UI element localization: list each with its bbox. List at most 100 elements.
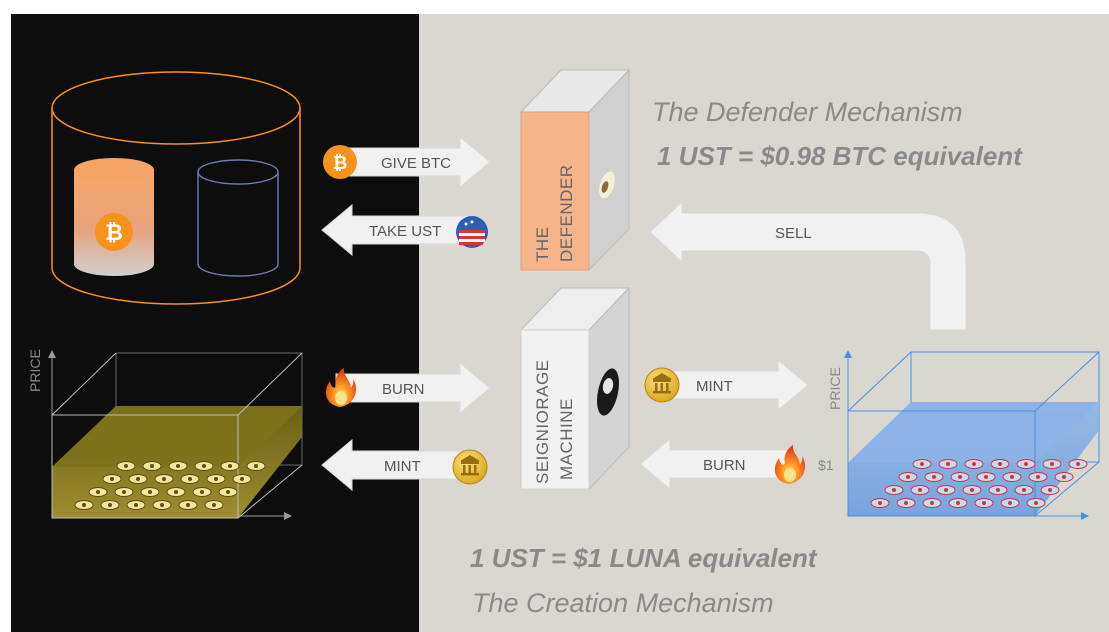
ust-coin-center [998,462,1002,466]
ust-coin-center [946,462,950,466]
luna-coin-center [150,464,154,468]
btc-reserve-cylinder: ₿ [74,158,154,276]
ust-coin-center [904,501,908,505]
luna-coin-center [188,477,192,481]
left-mint-arrow: MINT [321,439,488,491]
defender-equation: 1 UST = $0.98 BTC equivalent [657,141,1023,171]
right-burn-label: BURN [703,457,746,474]
luna-coin-center [108,503,112,507]
left-mint-label: MINT [384,458,421,475]
take-ust-arrow: TAKE UST [321,204,488,256]
left-price-axis-label: PRICE [27,349,43,392]
bitcoin-coin-icon [323,145,357,179]
ust-coin-center [918,488,922,492]
ust-coin-center [906,475,910,479]
luna-coin-center [202,464,206,468]
defender-box-line2: DEFENDER [557,164,576,262]
left-burn-label: BURN [382,381,425,398]
luna-coin-center [228,464,232,468]
luna-coin-center [240,477,244,481]
ust-coin-center [930,501,934,505]
gold-bank-coin-icon [644,367,680,403]
right-peg-label: $1 [818,457,834,473]
right-mint-label: MINT [696,378,733,395]
luna-coin-center [124,464,128,468]
creation-title: The Creation Mechanism [472,588,774,618]
luna-coin-center [110,477,114,481]
luna-coin-center [174,490,178,494]
defender-box-line1: THE [533,227,552,263]
dark-panel [11,14,419,632]
seigniorage-box-line1: SEIGNIORAGE [533,359,552,484]
seigniorage-box-line2: MACHINE [557,398,576,480]
ust-coin-center [1076,462,1080,466]
ust-coin-center [996,488,1000,492]
ust-coin-center [982,501,986,505]
ust-coin-center [1022,488,1026,492]
ust-coin-center [1062,475,1066,479]
luna-coin-center [82,503,86,507]
sell-arrow: SELL [649,200,967,331]
svg-text:₿: ₿ [333,153,348,173]
ust-coin-center [956,501,960,505]
luna-coin-center [122,490,126,494]
luna-coin-center [162,477,166,481]
empty-reserve-cylinder [197,159,279,277]
ust-coin-center [958,475,962,479]
ust-coin-center [984,475,988,479]
luna-coin-center [134,503,138,507]
bitcoin-coin-icon [95,213,133,251]
ust-coin-center [878,501,882,505]
gold-bank-coin-icon [452,449,488,485]
luna-coin-center [96,490,100,494]
ust-coin-center [972,462,976,466]
give-btc-arrow: ₿ GIVE BTC [323,136,491,188]
defender-box: THE DEFENDER [519,68,631,272]
left-burn-arrow: BURN [325,362,491,414]
ust-coin-center [1010,475,1014,479]
ust-coin-center [932,475,936,479]
luna-price-chart: PRICE [27,349,303,520]
ust-coin-center [1034,501,1038,505]
luna-coin-center [136,477,140,481]
ust-coin-grid [870,459,1088,508]
luna-coin-center [160,503,164,507]
luna-coin-center [254,464,258,468]
luna-coin-center [212,503,216,507]
luna-coin-center [148,490,152,494]
luna-coin-grid [74,461,266,510]
defender-title: The Defender Mechanism [652,97,963,127]
ust-coin-center [892,488,896,492]
svg-text:₿: ₿ [105,220,123,245]
right-price-axis-label: PRICE [827,367,843,410]
ust-coin-center [1050,462,1054,466]
ust-coin-center [1036,475,1040,479]
luna-coin-center [226,490,230,494]
portrait-icon [597,368,619,416]
fire-icon [774,445,806,484]
ust-price-chart: PRICE $1 [818,350,1100,520]
us-flag-globe-icon [456,216,488,248]
ust-coin-center [1008,501,1012,505]
ust-coin-center [920,462,924,466]
ust-coin-center [970,488,974,492]
creation-equation: 1 UST = $1 LUNA equivalent [470,543,818,573]
right-burn-arrow: BURN [639,438,806,490]
luna-coin-center [176,464,180,468]
ust-coin-center [1048,488,1052,492]
luna-coin-center [186,503,190,507]
give-btc-label: GIVE BTC [381,155,451,172]
luna-coin-center [200,490,204,494]
take-ust-label: TAKE UST [369,223,441,240]
reserve-cylinder [51,71,301,305]
luna-coin-center [214,477,218,481]
ust-coin-center [1024,462,1028,466]
portrait-icon [599,171,615,199]
seigniorage-machine-box: SEIGNIORAGE MACHINE [519,286,631,491]
ust-coin-center [944,488,948,492]
fire-icon [325,368,357,407]
right-mint-arrow: MINT [644,359,809,411]
sell-label: SELL [775,225,812,242]
